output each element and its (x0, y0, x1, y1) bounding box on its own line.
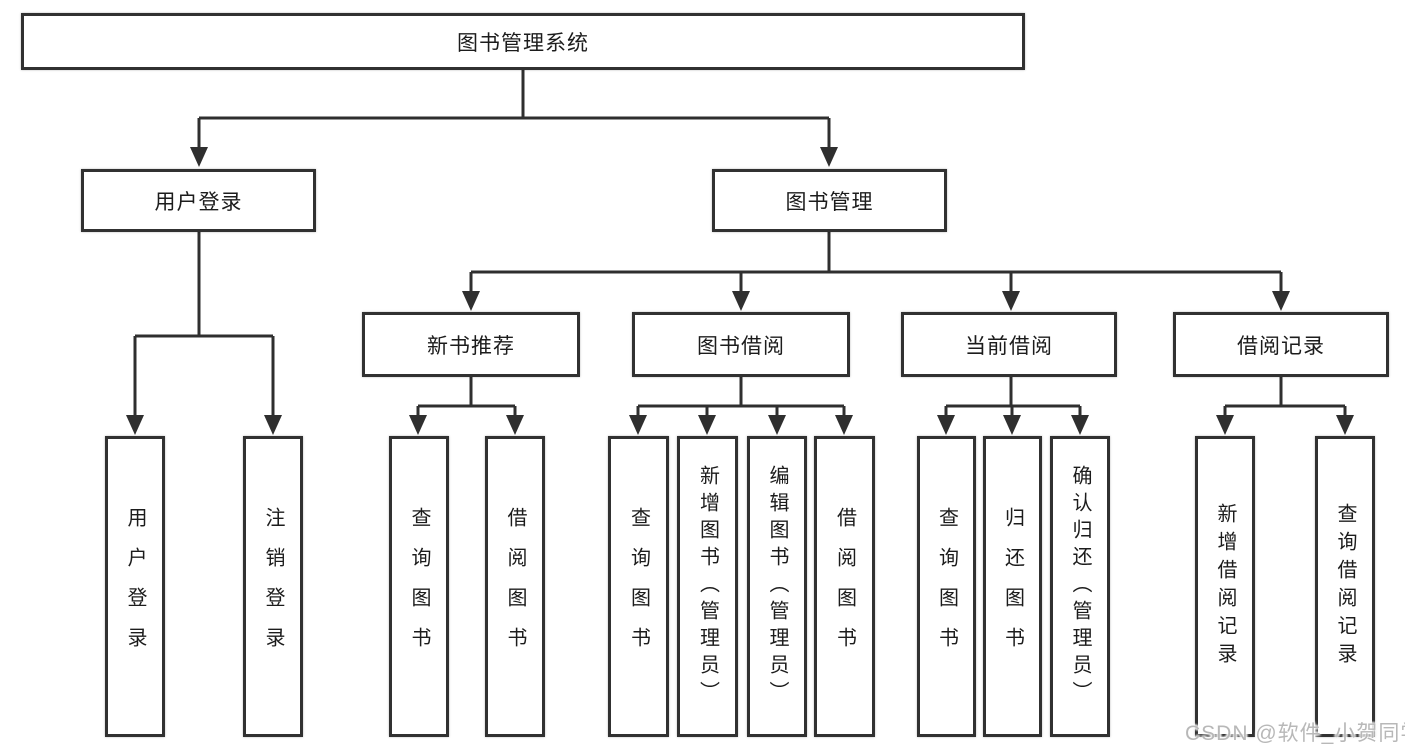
connector-arrow (462, 291, 480, 311)
node-borrow-edit-books-admin: 编辑图书（管理员） (747, 436, 807, 737)
node-current-confirm-return-admin: 确认归还（管理员） (1050, 436, 1110, 737)
node-borrow-borrow-books: 借阅图书 (814, 436, 875, 737)
node-label: 借阅图书 (833, 506, 856, 667)
connector-arrow (629, 415, 647, 435)
node-logout-leaf: 注销登录 (243, 436, 303, 737)
node-borrow-add-books-admin: 新增图书（管理员） (677, 436, 738, 737)
connector-arrow (937, 415, 955, 435)
connector-arrow (768, 415, 786, 435)
node-label: 借阅图书 (504, 506, 526, 667)
node-label: 用户登录 (154, 190, 243, 214)
node-root-label: 图书管理系统 (457, 31, 589, 55)
connector-arrow (1003, 415, 1021, 435)
connector-arrow (506, 415, 524, 435)
node-label: 借阅记录 (1237, 334, 1325, 358)
connector-arrow (190, 147, 208, 167)
node-current-return-books: 归还图书 (983, 436, 1042, 737)
node-label: 图书管理 (785, 190, 874, 214)
connector-arrow (409, 415, 427, 435)
node-recommend-borrow-books: 借阅图书 (485, 436, 545, 737)
node-label: 新增图书（管理员） (696, 465, 719, 708)
node-user-login-leaf: 用户登录 (105, 436, 165, 737)
connector-arrow (835, 415, 853, 435)
connector-arrow (1336, 415, 1354, 435)
connector-arrow (820, 147, 838, 167)
connector-arrow (1002, 291, 1020, 311)
node-label: 新增借阅记录 (1214, 502, 1236, 671)
node-label: 确认归还（管理员） (1069, 465, 1091, 708)
node-book-borrow: 图书借阅 (632, 312, 850, 377)
connector-arrow (264, 415, 282, 435)
node-label: 编辑图书（管理员） (766, 465, 788, 708)
connector-arrow (1071, 415, 1089, 435)
node-label: 归还图书 (1001, 506, 1024, 667)
node-label: 查询图书 (627, 506, 650, 667)
node-label: 用户登录 (124, 506, 146, 667)
node-borrow-records: 借阅记录 (1173, 312, 1389, 377)
node-records-add-record: 新增借阅记录 (1195, 436, 1255, 737)
node-label: 注销登录 (262, 506, 284, 667)
node-current-query-books: 查询图书 (917, 436, 976, 737)
node-label: 新书推荐 (427, 334, 515, 358)
watermark: CSDN @软件_小贺同学 (1185, 722, 1405, 745)
node-label: 图书借阅 (697, 334, 785, 358)
node-label: 当前借阅 (965, 334, 1053, 358)
node-user-login: 用户登录 (81, 169, 316, 232)
connector-path (133, 70, 1347, 420)
connector-arrow (1216, 415, 1234, 435)
connector-arrowheads (126, 147, 1354, 435)
node-new-book-recommend: 新书推荐 (362, 312, 580, 377)
node-label: 查询图书 (935, 506, 958, 667)
node-borrow-query-books: 查询图书 (608, 436, 669, 737)
node-book-management: 图书管理 (712, 169, 947, 232)
node-label: 查询借阅记录 (1334, 502, 1356, 671)
node-root: 图书管理系统 (21, 13, 1025, 70)
node-records-query-record: 查询借阅记录 (1315, 436, 1375, 737)
connector-arrow (1272, 291, 1290, 311)
connector-arrow (126, 415, 144, 435)
connector-arrow (732, 291, 750, 311)
node-current-borrow: 当前借阅 (901, 312, 1117, 377)
node-recommend-query-books: 查询图书 (389, 436, 449, 737)
node-label: 查询图书 (408, 506, 430, 667)
connector-arrow (698, 415, 716, 435)
